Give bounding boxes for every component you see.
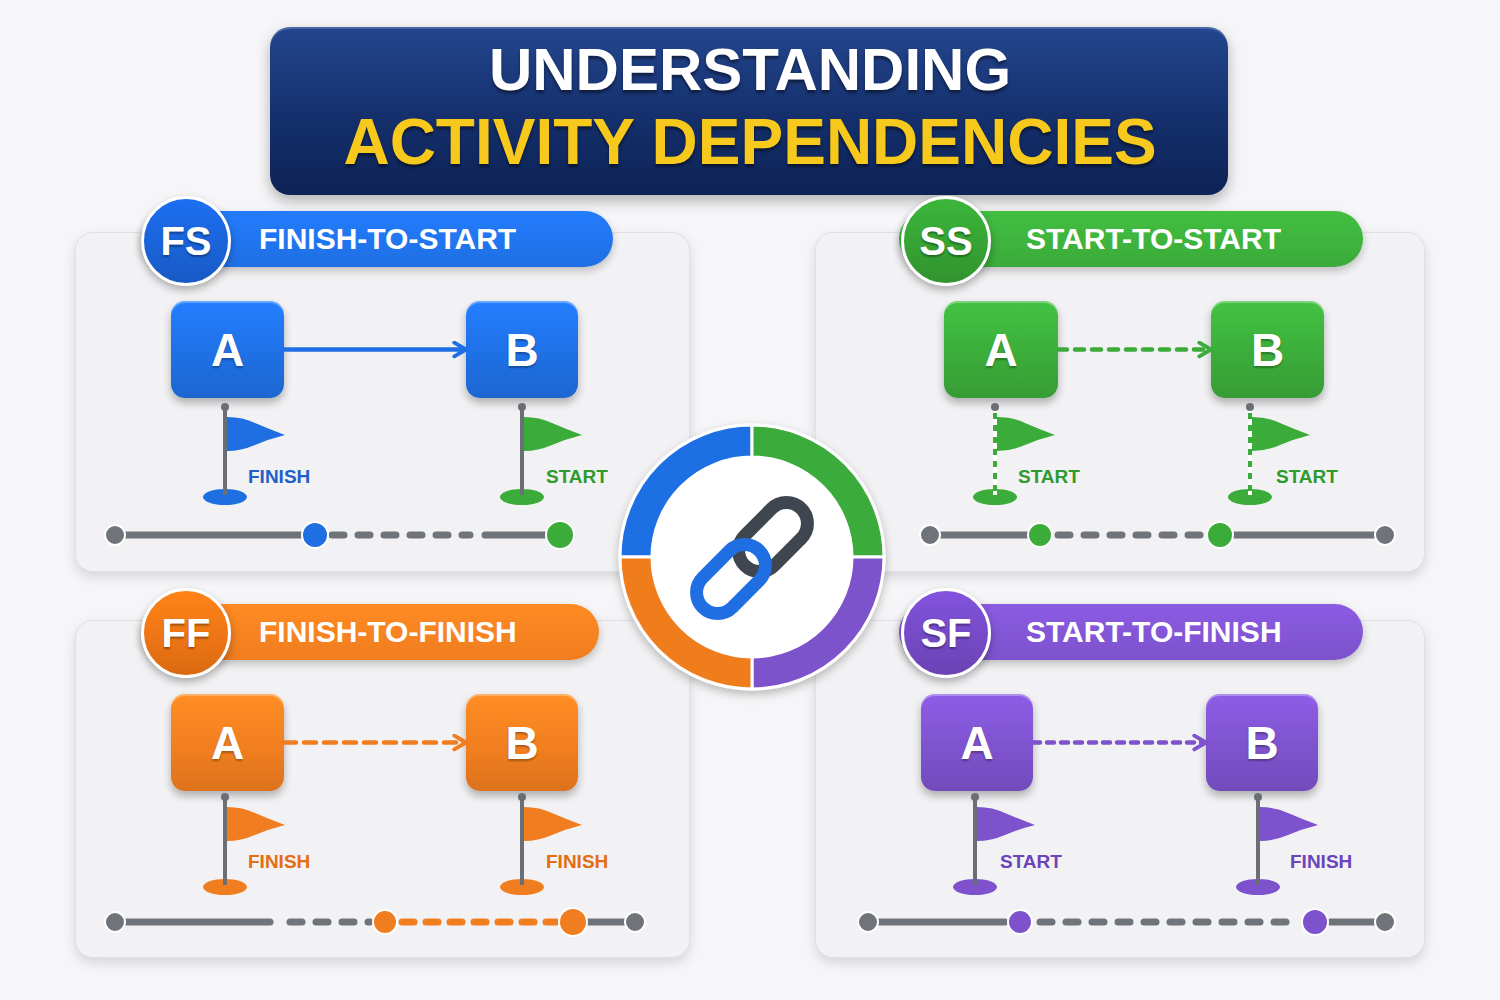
start-flag: [1228, 403, 1310, 505]
chain-link: [688, 536, 774, 622]
activity-box: A: [921, 694, 1033, 791]
ring-segment: [620, 425, 752, 557]
type-badge: FF: [141, 588, 231, 678]
timeline-bar: [868, 919, 1005, 926]
start-point: [546, 521, 574, 549]
activity-box: B: [466, 694, 578, 791]
timeline: [115, 535, 1385, 922]
box-letter: A: [211, 323, 244, 377]
dependency-panel: FINISH-TO-FINISHFFAB: [75, 620, 690, 958]
type-badge: SS: [901, 196, 991, 286]
timeline-gap: [332, 532, 470, 539]
flag-label: START: [1018, 465, 1080, 489]
box-letter: A: [960, 716, 993, 770]
activity-box: B: [466, 301, 578, 398]
link-ring: [620, 425, 884, 689]
activity-box: B: [1211, 301, 1324, 398]
badge-code: SS: [919, 219, 972, 264]
chain-link: [730, 494, 816, 580]
timeline-gap: [1040, 919, 1295, 926]
type-badge: FS: [141, 196, 231, 286]
flag-label: FINISH: [248, 850, 310, 874]
start-point: [1207, 522, 1233, 548]
dependency-arrow: [284, 347, 466, 352]
timeline-end: [1375, 912, 1395, 932]
timeline-gap: [402, 919, 556, 926]
activity-box: A: [171, 301, 284, 398]
finish-point: [1302, 909, 1328, 935]
finish-point: [373, 910, 397, 934]
badge-code: FF: [162, 611, 211, 656]
box-letter: B: [505, 716, 538, 770]
box-letter: A: [211, 716, 244, 770]
dependency-arrow: [1033, 740, 1206, 745]
timeline-end: [920, 525, 940, 545]
ring-segment: [752, 557, 884, 689]
timeline-end: [1375, 525, 1395, 545]
timeline-bar: [115, 919, 270, 926]
flag-label: START: [1000, 850, 1062, 874]
start-flag: [953, 793, 1035, 895]
flag-label: FINISH: [248, 465, 310, 489]
activity-box: A: [944, 301, 1058, 398]
finish-flag: [203, 793, 285, 895]
start-point: [1008, 910, 1032, 934]
finish-flag: [203, 403, 285, 505]
ring-segment: [620, 557, 752, 689]
start-point: [1028, 523, 1052, 547]
dependency-panel: START-TO-STARTSSAB: [815, 232, 1425, 572]
timeline-end: [105, 525, 125, 545]
dependency-arrow: [1058, 347, 1211, 352]
box-letter: B: [505, 323, 538, 377]
timeline-bar: [1232, 532, 1385, 539]
activity-box: A: [171, 694, 284, 791]
flag-label: FINISH: [546, 850, 608, 874]
box-letter: B: [1245, 716, 1278, 770]
activity-box: B: [1206, 694, 1318, 791]
start-flag: [973, 403, 1055, 505]
timeline-gap: [290, 919, 370, 926]
dependency-panel: FINISH-TO-STARTFSAB: [75, 232, 690, 572]
finish-point: [559, 908, 587, 936]
finish-flag: [500, 793, 582, 895]
timeline-gap: [1058, 532, 1200, 539]
finish-flag: [1236, 793, 1318, 895]
dependency-panel: START-TO-FINISHSFAB: [815, 620, 1425, 958]
chain-icon: [688, 494, 816, 622]
box-letter: A: [984, 323, 1017, 377]
start-flag: [500, 403, 582, 505]
flag-label: START: [1276, 465, 1338, 489]
box-letter: B: [1251, 323, 1284, 377]
ring-segment: [752, 425, 884, 557]
finish-point: [302, 522, 328, 548]
timeline-bar: [930, 532, 1030, 539]
flag-label: START: [546, 465, 608, 489]
badge-code: SF: [920, 611, 971, 656]
badge-code: FS: [160, 219, 211, 264]
diagram-title: UNDERSTANDING ACTIVITY DEPENDENCIES: [320, 34, 1180, 178]
dependency-arrow: [284, 740, 466, 745]
type-badge: SF: [901, 588, 991, 678]
timeline-end: [625, 912, 645, 932]
flag-label: FINISH: [1290, 850, 1352, 874]
timeline-end: [858, 912, 878, 932]
timeline-bar: [115, 532, 305, 539]
timeline-end: [105, 912, 125, 932]
timeline-dots: [105, 521, 1395, 936]
